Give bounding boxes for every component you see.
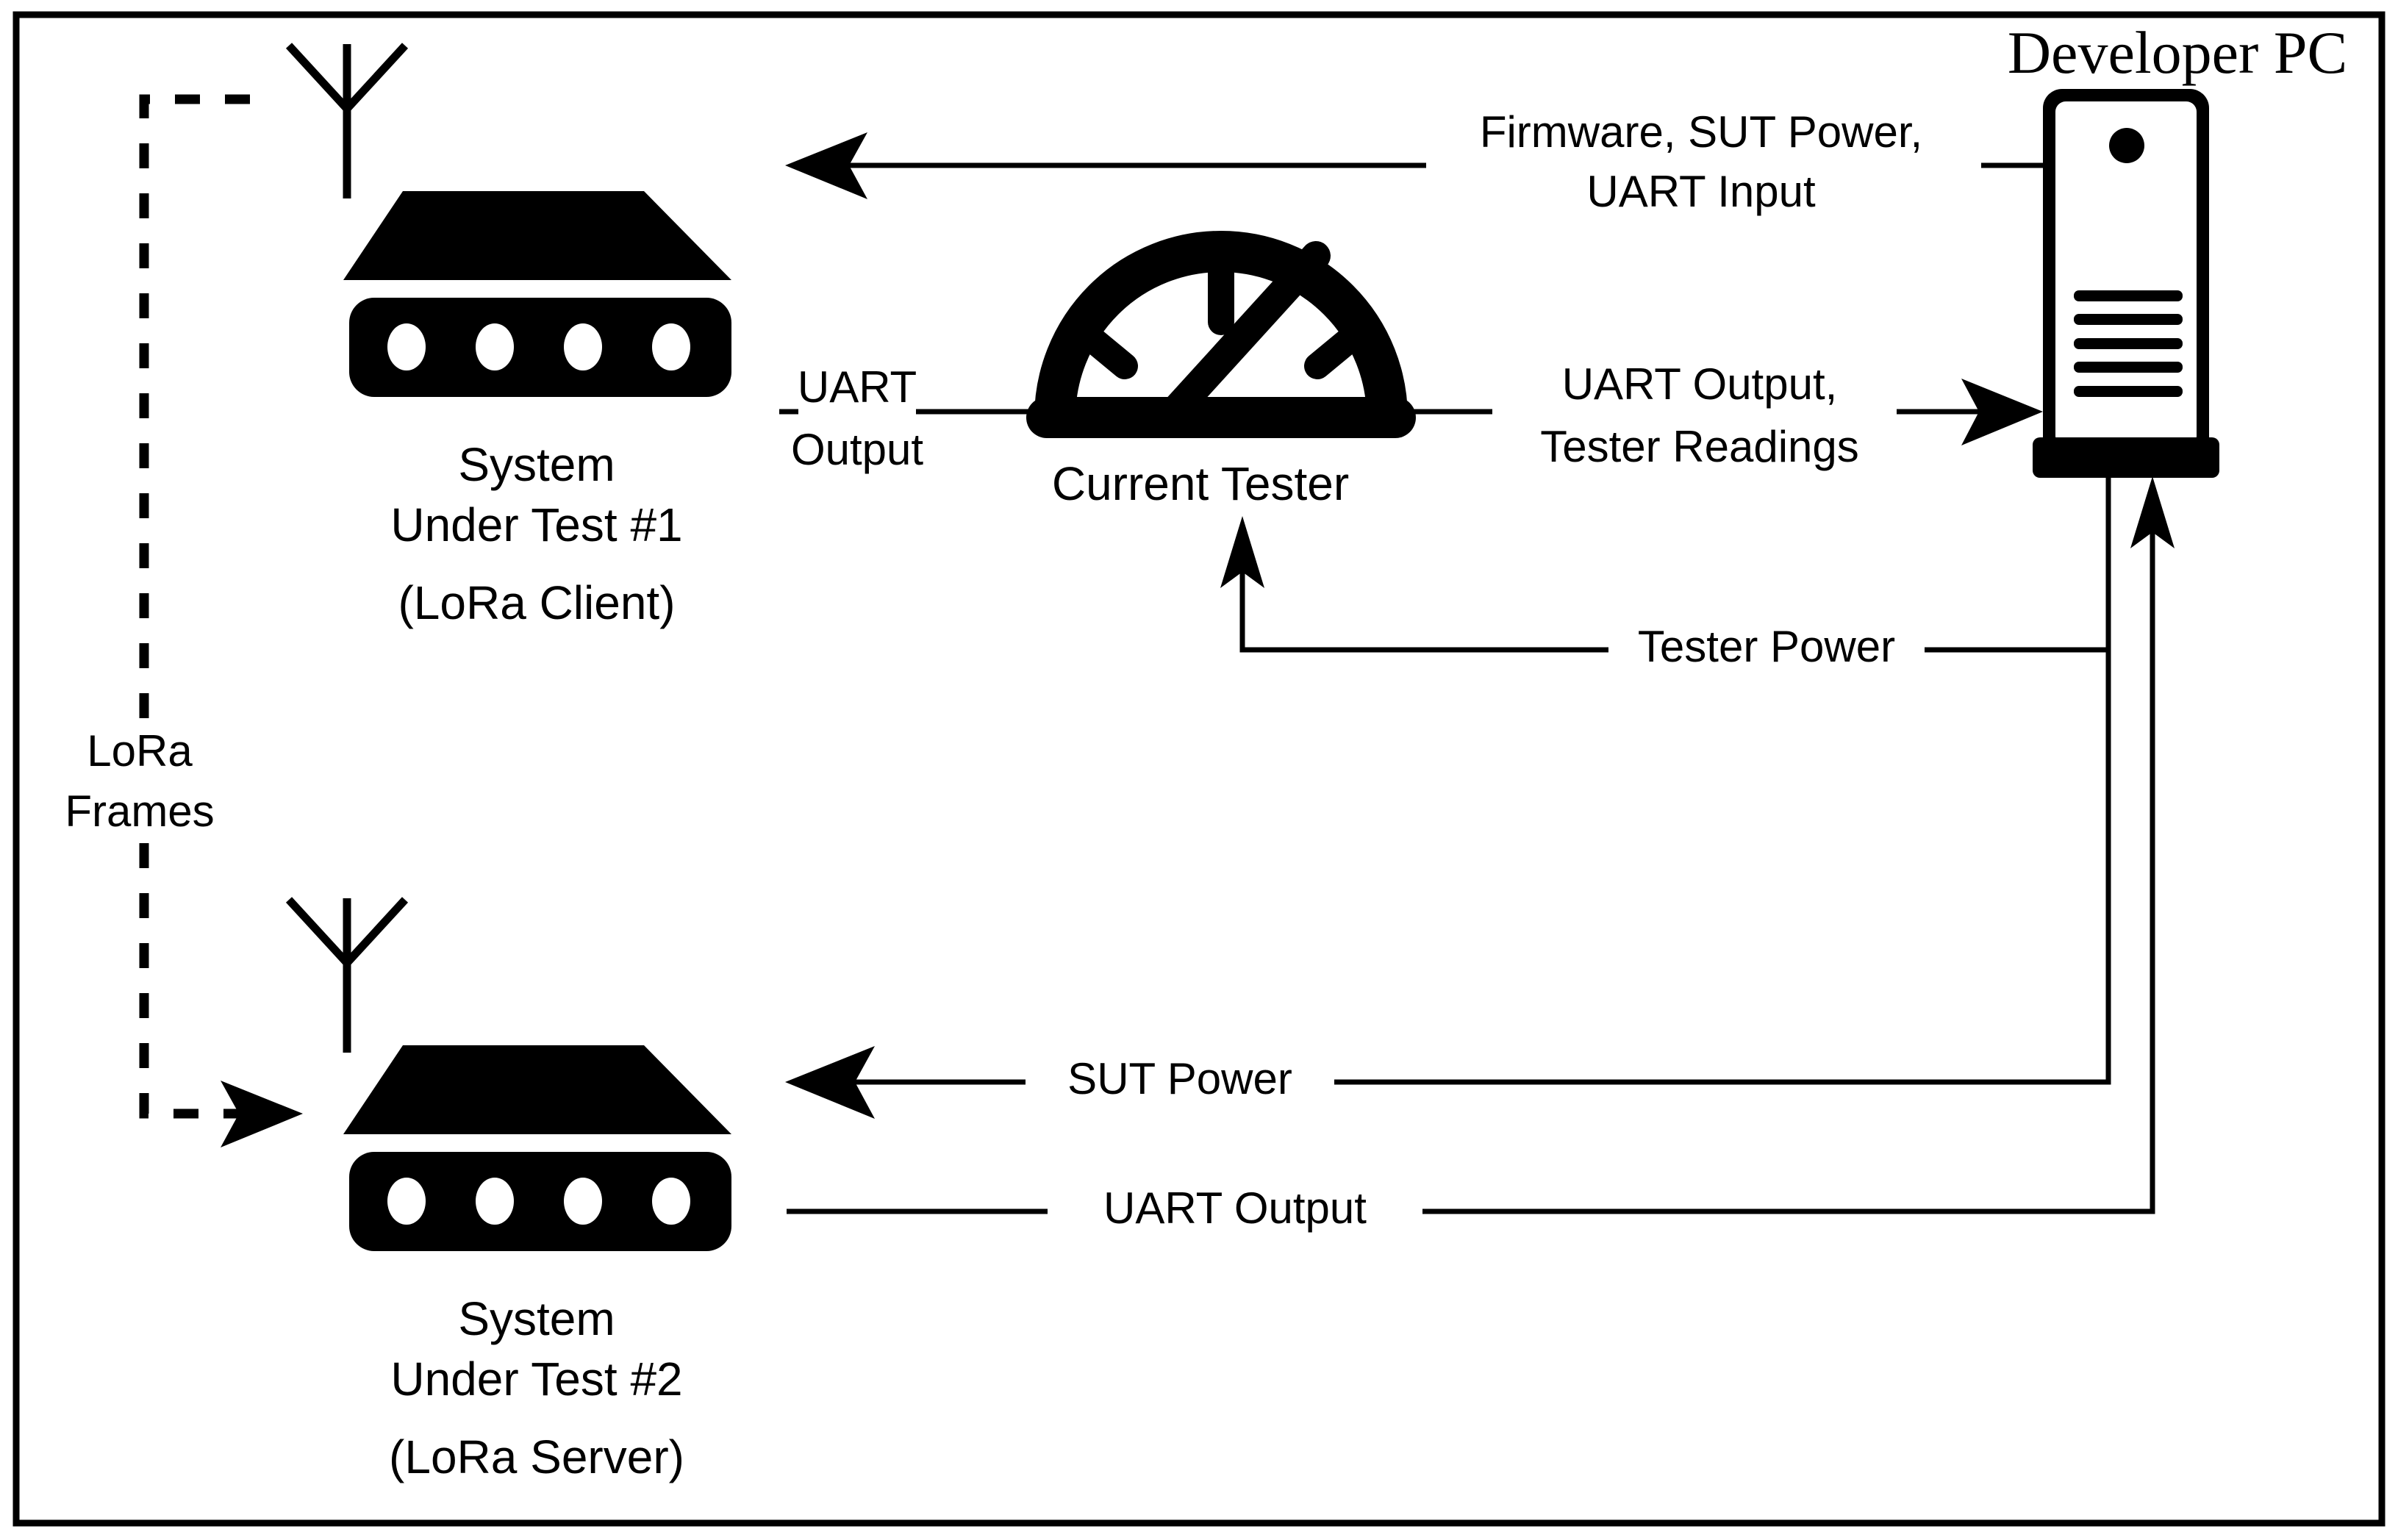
edge-uart-output-sut1-tester: UART Output bbox=[779, 362, 1051, 474]
sut2-group: System Under Test #2 (LoRa Server) bbox=[285, 897, 731, 1483]
sut1-group: System Under Test #1 (LoRa Client) bbox=[285, 43, 731, 629]
current-tester-label: Current Tester bbox=[1052, 457, 1349, 510]
edge-label-uart-output-line2: Output bbox=[791, 425, 923, 474]
sut2-label-line2: Under Test #2 bbox=[390, 1353, 682, 1405]
desktop-tower-icon bbox=[2033, 89, 2219, 478]
sut2-label-line1: System bbox=[458, 1292, 615, 1345]
server-device-icon bbox=[343, 1045, 731, 1251]
server-device-icon bbox=[343, 191, 731, 397]
edge-lora-frames: LoRa Frames LoRa Frames bbox=[22, 94, 303, 1147]
edge-uart-output-tester-readings: UART Output, Tester Readings bbox=[1392, 359, 2043, 471]
edge-tester-power: Tester Power bbox=[1220, 478, 2111, 676]
antenna-icon bbox=[285, 897, 409, 1053]
developer-pc-group: Developer PC bbox=[2008, 19, 2347, 478]
edge-label-lora-line2-top: Frames bbox=[65, 787, 214, 836]
edge-sut-power: SUT Power bbox=[785, 650, 2111, 1119]
current-tester-group: Current Tester bbox=[1026, 231, 1416, 510]
edge-label-tester-readings-line2: Tester Readings bbox=[1540, 422, 1859, 471]
edge-label-tester-readings-line1: UART Output, bbox=[1562, 359, 1838, 409]
sut2-label-line3: (LoRa Server) bbox=[389, 1430, 684, 1483]
edge-label-sut-power: SUT Power bbox=[1067, 1054, 1292, 1103]
antenna-icon bbox=[285, 43, 409, 198]
edge-label-firmware-line1: Firmware, SUT Power, bbox=[1480, 107, 1922, 157]
sut1-label-line2: Under Test #1 bbox=[390, 498, 682, 551]
edge-label-tester-power: Tester Power bbox=[1638, 622, 1895, 671]
gauge-icon bbox=[1026, 231, 1416, 438]
edge-label-lora-line1-top: LoRa bbox=[87, 726, 193, 776]
edge-label-firmware-line2: UART Input bbox=[1586, 167, 1816, 216]
sut1-label-line1: System bbox=[458, 438, 615, 491]
developer-pc-title: Developer PC bbox=[2008, 19, 2347, 86]
diagram-border bbox=[12, 11, 2386, 1527]
edge-label-uart-output-bottom: UART Output bbox=[1103, 1183, 1367, 1233]
edge-label-uart-output-line1: UART bbox=[798, 362, 917, 412]
edge-firmware-sut-power-uart-input: Firmware, SUT Power, UART Input bbox=[785, 107, 2043, 216]
sut1-label-line3: (LoRa Client) bbox=[398, 576, 675, 629]
edge-uart-output-sut2-pc: UART Output bbox=[787, 476, 2175, 1238]
